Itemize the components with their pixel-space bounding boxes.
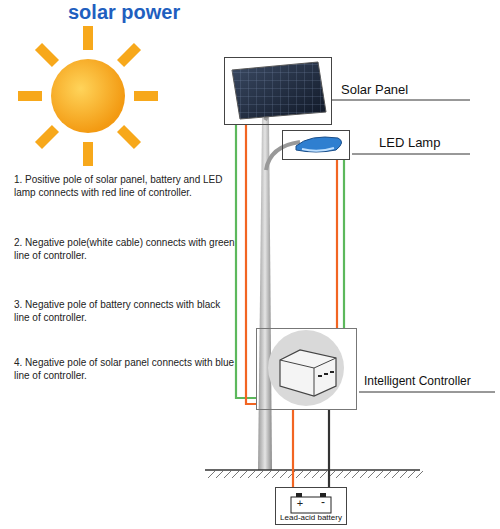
polarity-sign: + bbox=[295, 497, 305, 509]
note: 1. Positive pole of solar panel, battery… bbox=[14, 173, 236, 199]
note: 3. Negative pole of battery connects wit… bbox=[14, 298, 236, 324]
sun-ray bbox=[134, 91, 158, 101]
controller-backdrop bbox=[268, 330, 344, 406]
lamp-pole bbox=[258, 118, 272, 470]
sun-ray bbox=[83, 142, 93, 166]
wire bbox=[328, 410, 330, 487]
hatch-stroke bbox=[352, 471, 359, 478]
solar-cells bbox=[232, 62, 326, 119]
hatch-stroke bbox=[208, 471, 215, 478]
hatch-stroke bbox=[416, 471, 423, 478]
hatch-stroke bbox=[248, 471, 255, 478]
controller-illustration bbox=[268, 330, 344, 406]
polarity-sign: - bbox=[318, 496, 328, 508]
ground bbox=[205, 470, 423, 478]
sun-ray bbox=[117, 43, 141, 67]
note: 2. Negative pole(white cable) connects w… bbox=[14, 236, 236, 262]
controller-box bbox=[280, 350, 336, 396]
leader-line bbox=[332, 100, 470, 101]
sun-ray bbox=[35, 125, 59, 149]
title: solar power bbox=[68, 1, 180, 24]
node-label: Solar Panel bbox=[341, 82, 408, 97]
lamp-head bbox=[296, 137, 342, 152]
hatch-stroke bbox=[304, 471, 311, 478]
hatch-stroke bbox=[320, 471, 327, 478]
sun-ray bbox=[117, 125, 141, 149]
sun-ray bbox=[35, 43, 59, 67]
hatch-stroke bbox=[368, 471, 375, 478]
leader-line bbox=[359, 392, 495, 393]
lamp-illustration bbox=[296, 137, 342, 152]
hatch-stroke bbox=[264, 471, 271, 478]
wire bbox=[292, 410, 294, 487]
hatch-stroke bbox=[224, 471, 231, 478]
battery-box: Lead-acid battery bbox=[275, 487, 347, 525]
hatch-stroke bbox=[256, 471, 263, 478]
sun-ray bbox=[83, 26, 93, 50]
panel-illustration bbox=[232, 62, 326, 119]
note: 4. Negative pole of solar panel connects… bbox=[14, 356, 236, 382]
hatch-stroke bbox=[296, 471, 303, 478]
node-label: Intelligent Controller bbox=[364, 374, 471, 388]
hatch-stroke bbox=[360, 471, 367, 478]
hatch-stroke bbox=[384, 471, 391, 478]
hatch-stroke bbox=[408, 471, 415, 478]
lamp-led bbox=[302, 148, 334, 151]
hatch-stroke bbox=[272, 471, 279, 478]
battery-cell bbox=[291, 497, 331, 513]
cell-grid bbox=[232, 62, 326, 119]
hatch-stroke bbox=[392, 471, 399, 478]
node-label: Lead-acid battery bbox=[276, 513, 346, 522]
panel-frame: Solar Panel bbox=[224, 57, 332, 125]
sun-disc bbox=[51, 59, 125, 133]
hatch-stroke bbox=[232, 471, 239, 478]
hatch-stroke bbox=[376, 471, 383, 478]
hatch-stroke bbox=[312, 471, 319, 478]
sun-illustration bbox=[18, 26, 158, 166]
controller-frame: Intelligent Controller bbox=[256, 328, 357, 410]
ground-hatch bbox=[208, 471, 423, 478]
hatch-stroke bbox=[400, 471, 407, 478]
hatch-stroke bbox=[336, 471, 343, 478]
leader-line bbox=[352, 154, 470, 155]
hatch-stroke bbox=[280, 471, 287, 478]
hatch-stroke bbox=[344, 471, 351, 478]
hatch-stroke bbox=[216, 471, 223, 478]
lamp-arm bbox=[266, 142, 300, 170]
controller-edge bbox=[280, 358, 336, 396]
hatch-stroke bbox=[240, 471, 247, 478]
wire bbox=[336, 160, 338, 328]
wire bbox=[246, 125, 256, 404]
battery-illustration bbox=[291, 493, 331, 513]
node-label: LED Lamp bbox=[379, 135, 440, 150]
battery-terminal bbox=[296, 493, 302, 497]
wire bbox=[343, 160, 345, 328]
controller-terminals bbox=[318, 372, 334, 376]
sun-ray bbox=[18, 91, 42, 101]
lamp-frame: LED Lamp bbox=[282, 130, 350, 160]
ground-line bbox=[205, 469, 420, 471]
